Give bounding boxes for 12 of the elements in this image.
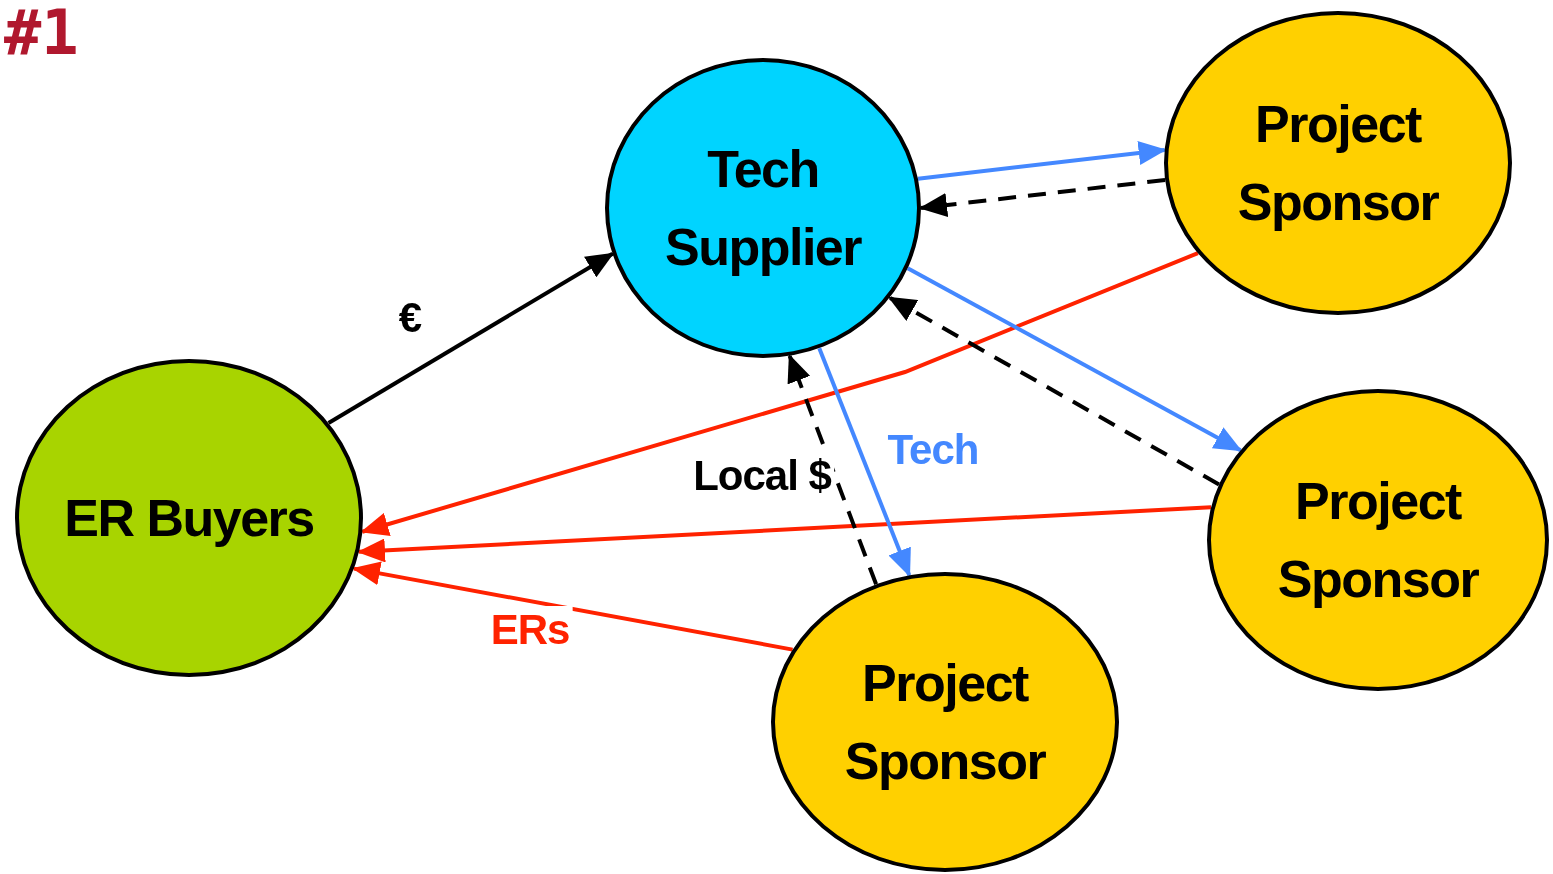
- diagram-title: #1: [4, 0, 79, 69]
- node-label: ER Buyers: [64, 488, 314, 549]
- arrow: [360, 251, 1199, 536]
- arrow: [357, 505, 1212, 563]
- dashed-arrow: [887, 295, 1220, 487]
- node-label: Project Sponsor: [843, 653, 1047, 792]
- dashed-arrow: [787, 354, 878, 585]
- node-label: Project Sponsor: [1236, 94, 1440, 233]
- arrow: [917, 141, 1167, 181]
- dashed-arrow: [919, 178, 1166, 217]
- node-label: Project Sponsor: [1276, 471, 1480, 610]
- node-label: Tech Supplier: [664, 139, 863, 278]
